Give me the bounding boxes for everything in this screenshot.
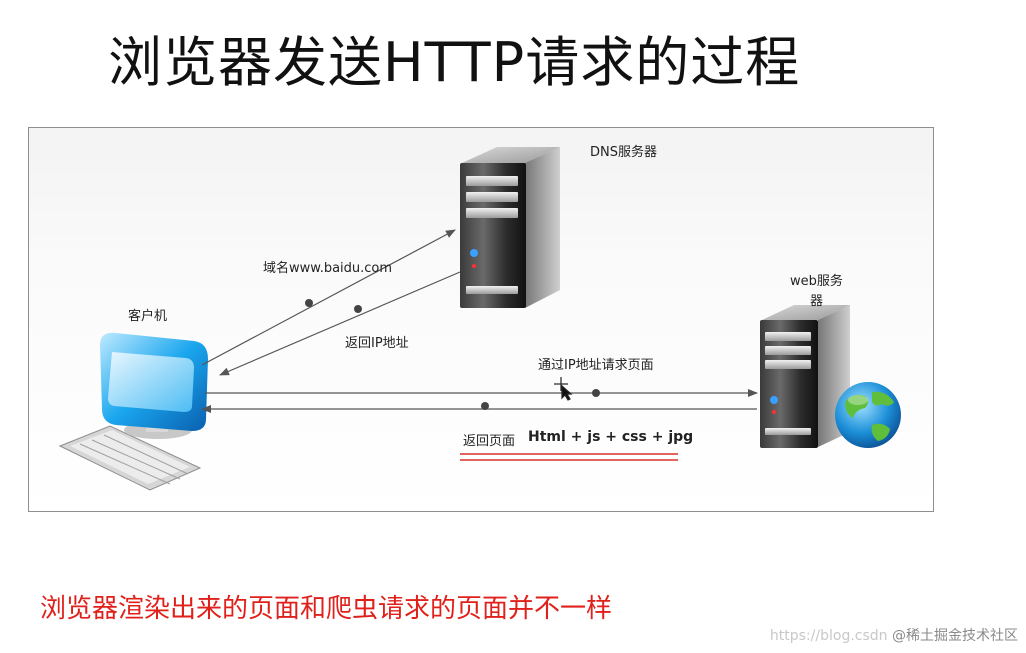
page-request-label: 通过IP地址请求页面 [538,354,654,373]
dns-query-label: 域名www.baidu.com [263,257,392,276]
client-label: 客户机 [128,305,167,324]
page-response-marker [481,402,489,410]
dns-server-label: DNS服务器 [590,141,657,160]
web-server-icon [760,305,850,448]
return-page-content: Html + js + css + jpg [528,429,693,445]
dns-query-marker [305,299,313,307]
watermark: https://blog.csdn @稀土掘金技术社区 [770,625,1018,645]
dns-reply-arrow [220,272,460,375]
page-request-marker [592,389,600,397]
client-computer-icon [60,333,208,490]
return-ip-label: 返回IP地址 [345,332,409,351]
watermark-url: https://blog.csdn [770,628,888,644]
watermark-site: @稀土掘金技术社区 [892,628,1018,644]
globe-icon [835,382,901,448]
note-text: 浏览器渲染出来的页面和爬虫请求的页面并不一样 [40,588,612,625]
dns-reply-marker [354,305,362,313]
dns-server-icon [460,147,560,308]
return-page-label: 返回页面 [463,430,515,449]
web-server-label-line1: web服务 [790,270,843,289]
dns-query-arrow [202,230,455,365]
web-server-label-line2: 器 [810,290,823,309]
move-cursor-icon [554,377,571,400]
